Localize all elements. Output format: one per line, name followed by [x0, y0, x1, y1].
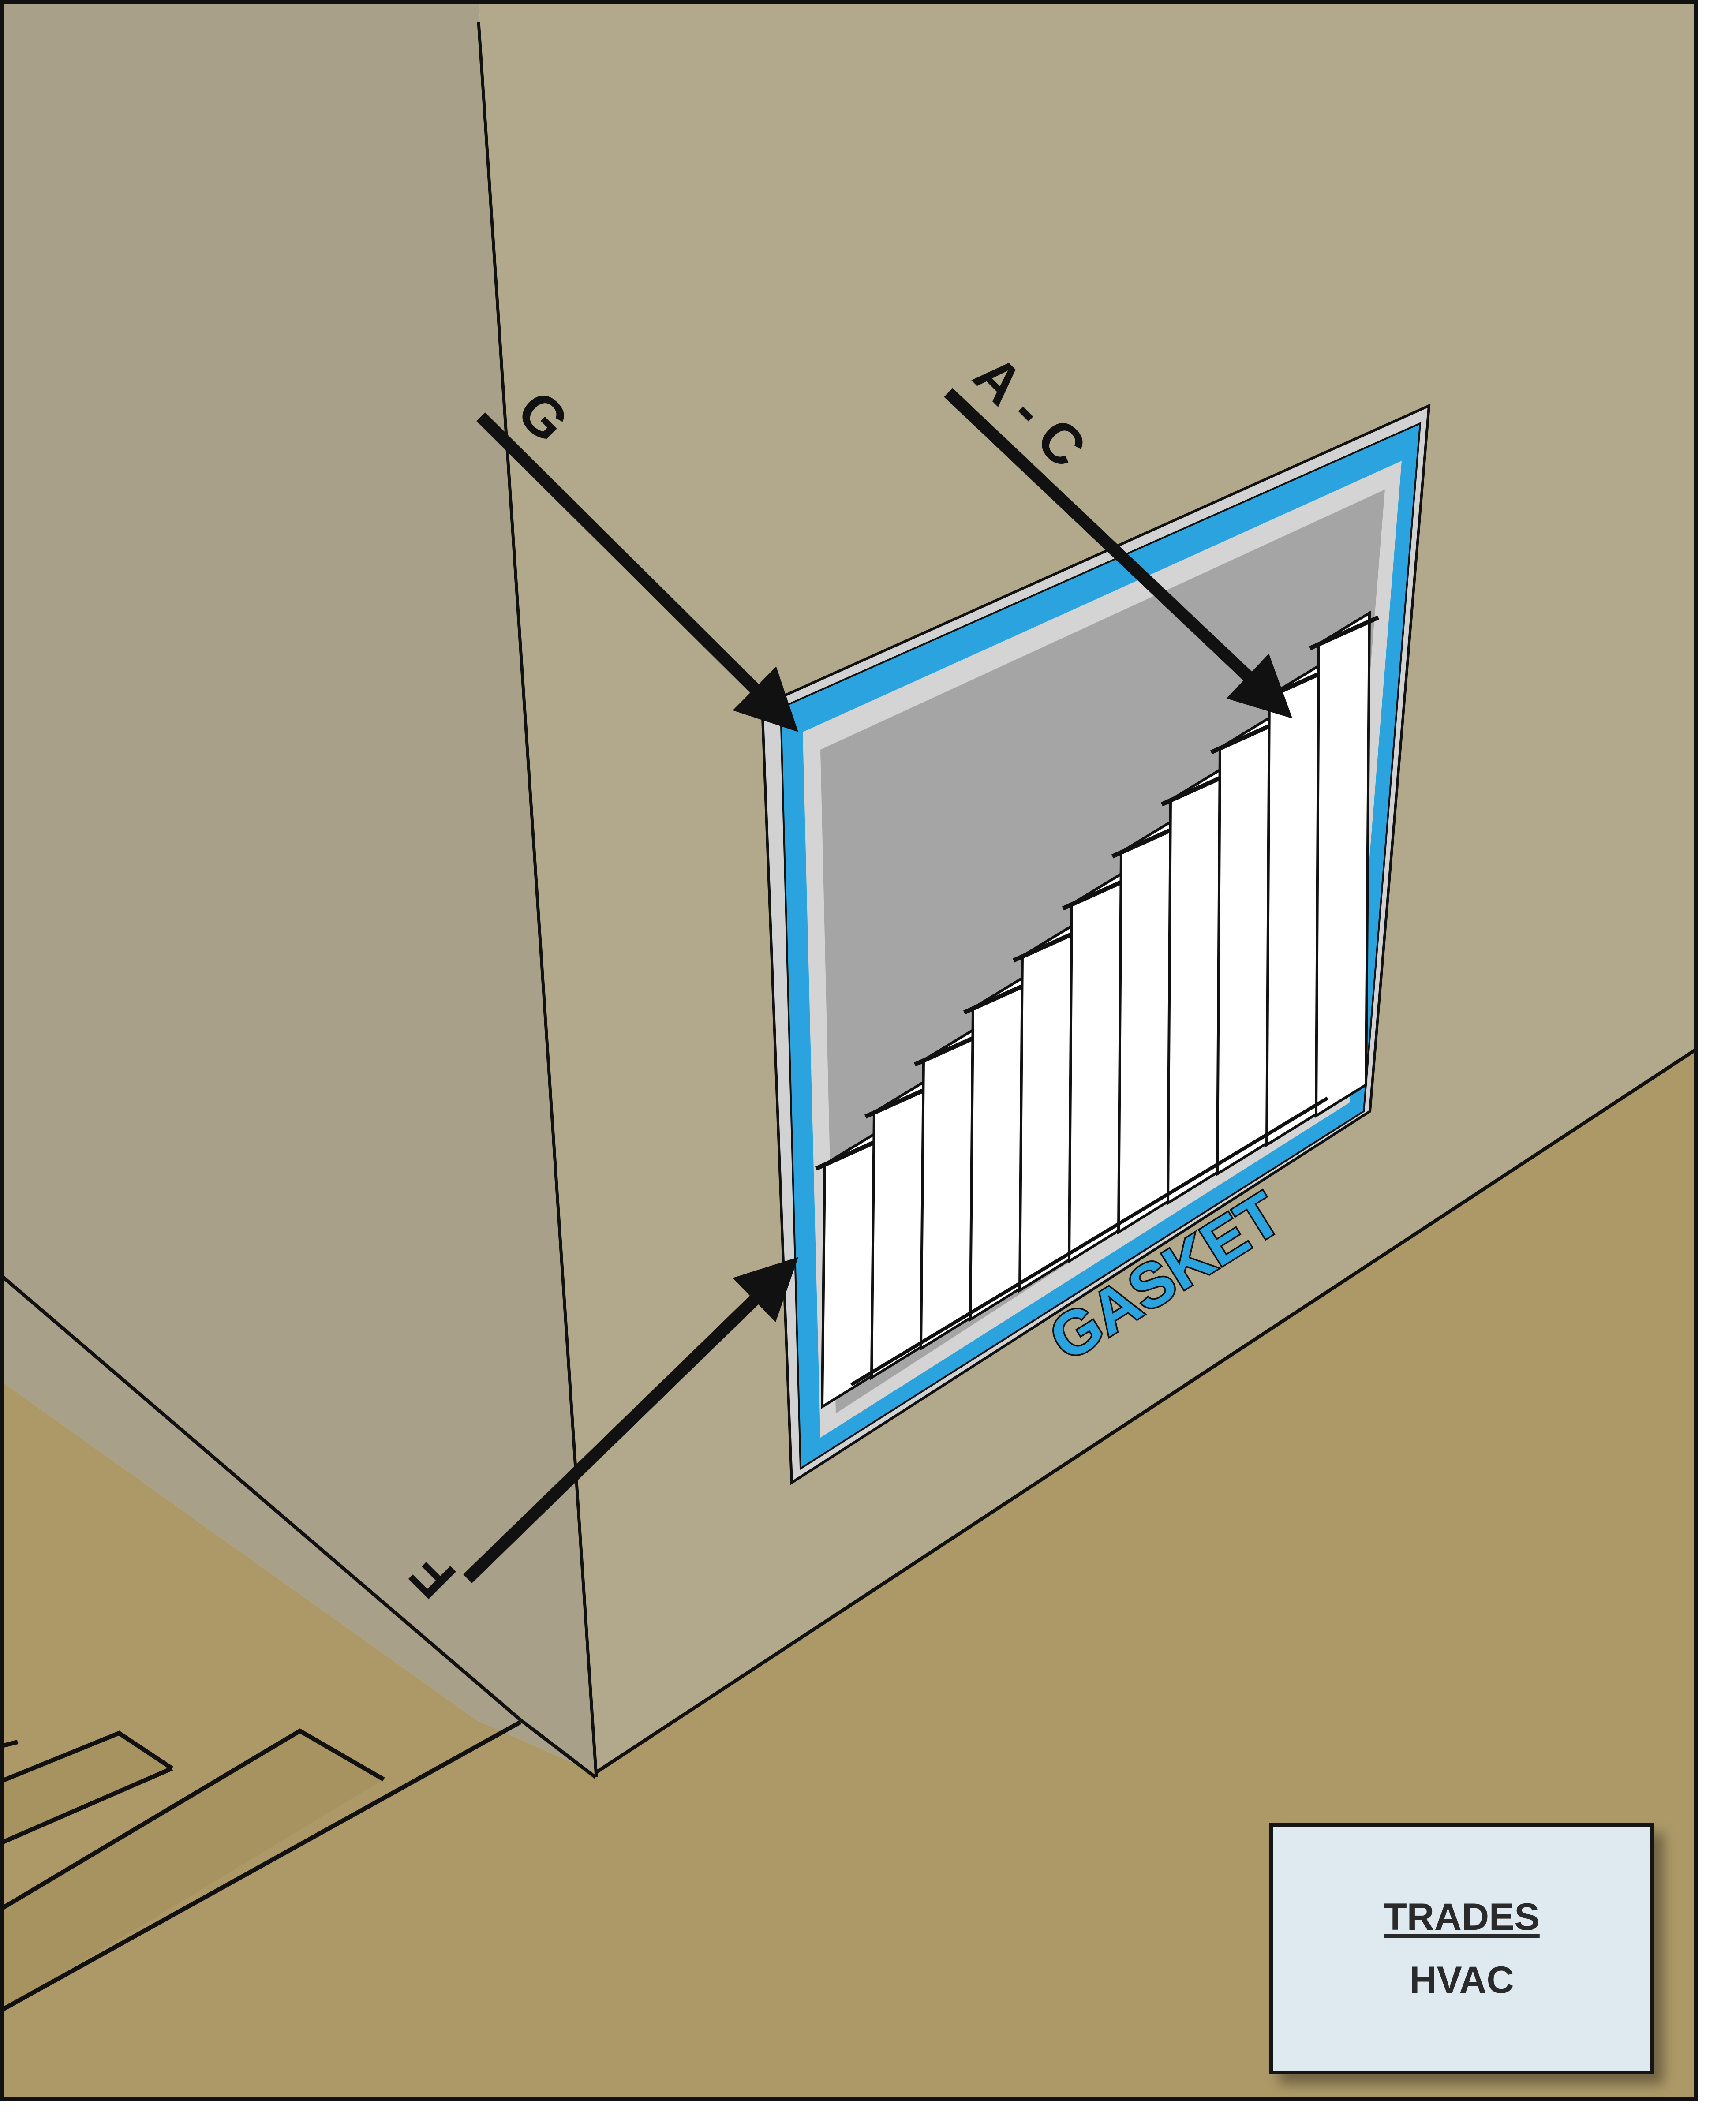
- title-block-line2: HVAC: [1409, 1959, 1514, 2001]
- louver-blade: [1067, 871, 1124, 1264]
- louver-blade-edge: [1309, 615, 1380, 650]
- louver-blade: [870, 1079, 927, 1380]
- louver-blade: [969, 975, 1025, 1322]
- stair-steps: [0, 1720, 522, 2013]
- louver-rail: [850, 1096, 1329, 1387]
- edge-lines: [0, 22, 1697, 1779]
- title-block-line1: TRADES: [1384, 1896, 1540, 1938]
- louver-blade: [1314, 610, 1371, 1118]
- arrow-f: [463, 1257, 799, 1584]
- louver-blade: [1265, 662, 1322, 1147]
- title-block: TRADES HVAC: [1269, 1823, 1654, 2074]
- louver-blade: [1166, 766, 1223, 1206]
- louver-blade: [1018, 923, 1075, 1293]
- drawing-border: [0, 0, 1698, 2101]
- left-wall: [0, 0, 595, 1773]
- louver-blade: [820, 1131, 877, 1409]
- louver-blades: [815, 610, 1380, 1409]
- louver-blade: [919, 1027, 976, 1351]
- louver-blade: [1216, 714, 1272, 1177]
- arrow-a-c: [944, 388, 1293, 719]
- arrow-g: [476, 412, 798, 732]
- louver-blade: [1117, 818, 1174, 1235]
